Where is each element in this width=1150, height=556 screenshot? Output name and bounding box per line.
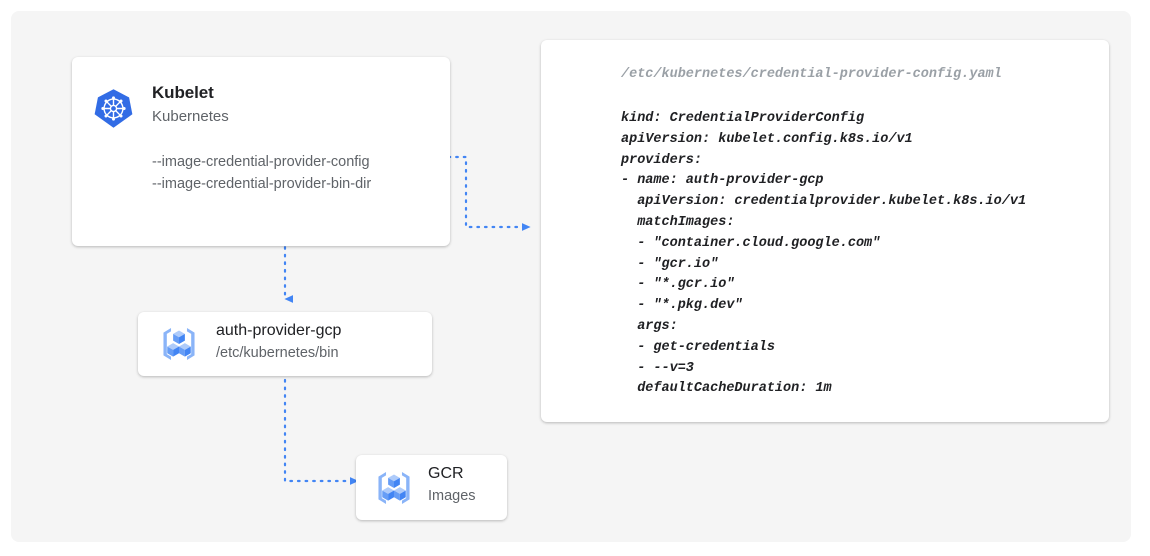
cube-left	[382, 487, 394, 501]
gcp-container-registry-icon	[158, 323, 200, 365]
cube-top	[388, 474, 400, 488]
config-yaml-body: kind: CredentialProviderConfig apiVersio…	[621, 111, 1027, 397]
config-file-path: /etc/kubernetes/credential-provider-conf…	[621, 67, 1002, 82]
cube-left	[167, 343, 179, 357]
auth-provider-title: auth-provider-gcp	[216, 322, 342, 339]
kubernetes-logo-icon	[93, 88, 134, 129]
kubelet-subtitle: Kubernetes	[152, 108, 229, 125]
auth-provider-card[interactable]: auth-provider-gcp /etc/kubernetes/bin	[138, 312, 432, 376]
cube-top	[173, 330, 185, 344]
kubelet-flag-bin-dir: --image-credential-provider-bin-dir	[152, 176, 372, 192]
gcr-card[interactable]: GCR Images	[356, 455, 507, 520]
kubelet-card[interactable]: Kubelet Kubernetes --image-credential-pr…	[72, 57, 450, 246]
diagram-canvas: code card --> auth-provider card --> gcr…	[11, 11, 1131, 542]
kubelet-title: Kubelet	[152, 83, 214, 102]
gcr-subtitle: Images	[428, 488, 476, 504]
gcp-container-registry-icon	[373, 467, 415, 509]
kubelet-flags: --image-credential-provider-config --ima…	[152, 151, 371, 195]
connector-auth-provider-to-gcr	[283, 378, 360, 485]
auth-provider-subtitle: /etc/kubernetes/bin	[216, 345, 339, 361]
gcr-title: GCR	[428, 465, 464, 482]
credential-provider-config-card[interactable]: /etc/kubernetes/credential-provider-conf…	[541, 40, 1109, 422]
cube-right	[179, 343, 191, 357]
kubelet-flag-config: --image-credential-provider-config	[152, 154, 370, 170]
cube-right	[394, 487, 406, 501]
